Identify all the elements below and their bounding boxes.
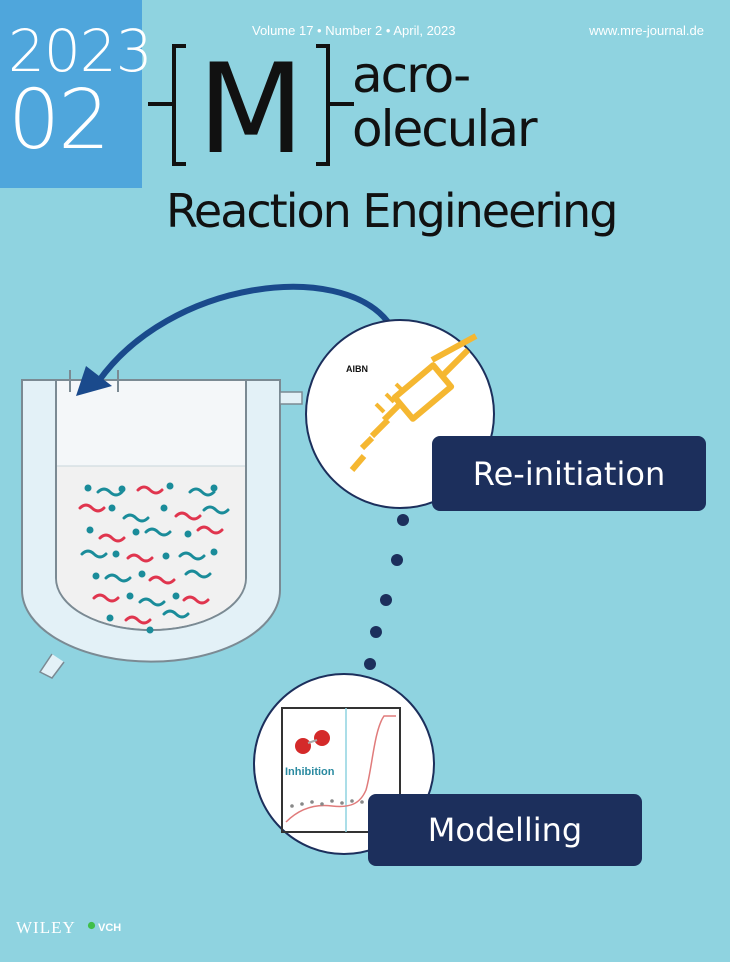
reinitiation-label: Re-initiation bbox=[432, 436, 706, 511]
journal-url: www.mre-journal.de bbox=[589, 23, 704, 38]
journal-logo: M bbox=[148, 40, 354, 170]
publisher-name: WILEY bbox=[16, 918, 76, 937]
polymer-particles bbox=[78, 482, 230, 634]
title-line-2: olecular bbox=[352, 100, 538, 158]
oxygen-molecule-icon bbox=[295, 730, 330, 754]
issue-badge: 2023 02 bbox=[0, 0, 153, 188]
title-line-1: acro- bbox=[352, 46, 471, 104]
journal-subtitle: Reaction Engineering bbox=[166, 184, 618, 238]
inhibition-label: Inhibition bbox=[285, 766, 335, 778]
dotted-connector bbox=[364, 514, 409, 670]
modelling-label: Modelling bbox=[368, 794, 642, 866]
publisher-suffix: VCH bbox=[98, 922, 122, 934]
publisher-dot-icon bbox=[87, 921, 96, 930]
volume-line: Volume 17 • Number 2 • April, 2023 bbox=[252, 23, 456, 38]
reactor-vessel bbox=[21, 370, 303, 679]
reinjection-arrow bbox=[76, 283, 391, 396]
syringe-label: AIBN bbox=[346, 364, 368, 374]
logo-letter: M bbox=[198, 40, 305, 170]
issue-year: 2023 bbox=[8, 17, 153, 85]
issue-number: 02 bbox=[8, 73, 110, 168]
